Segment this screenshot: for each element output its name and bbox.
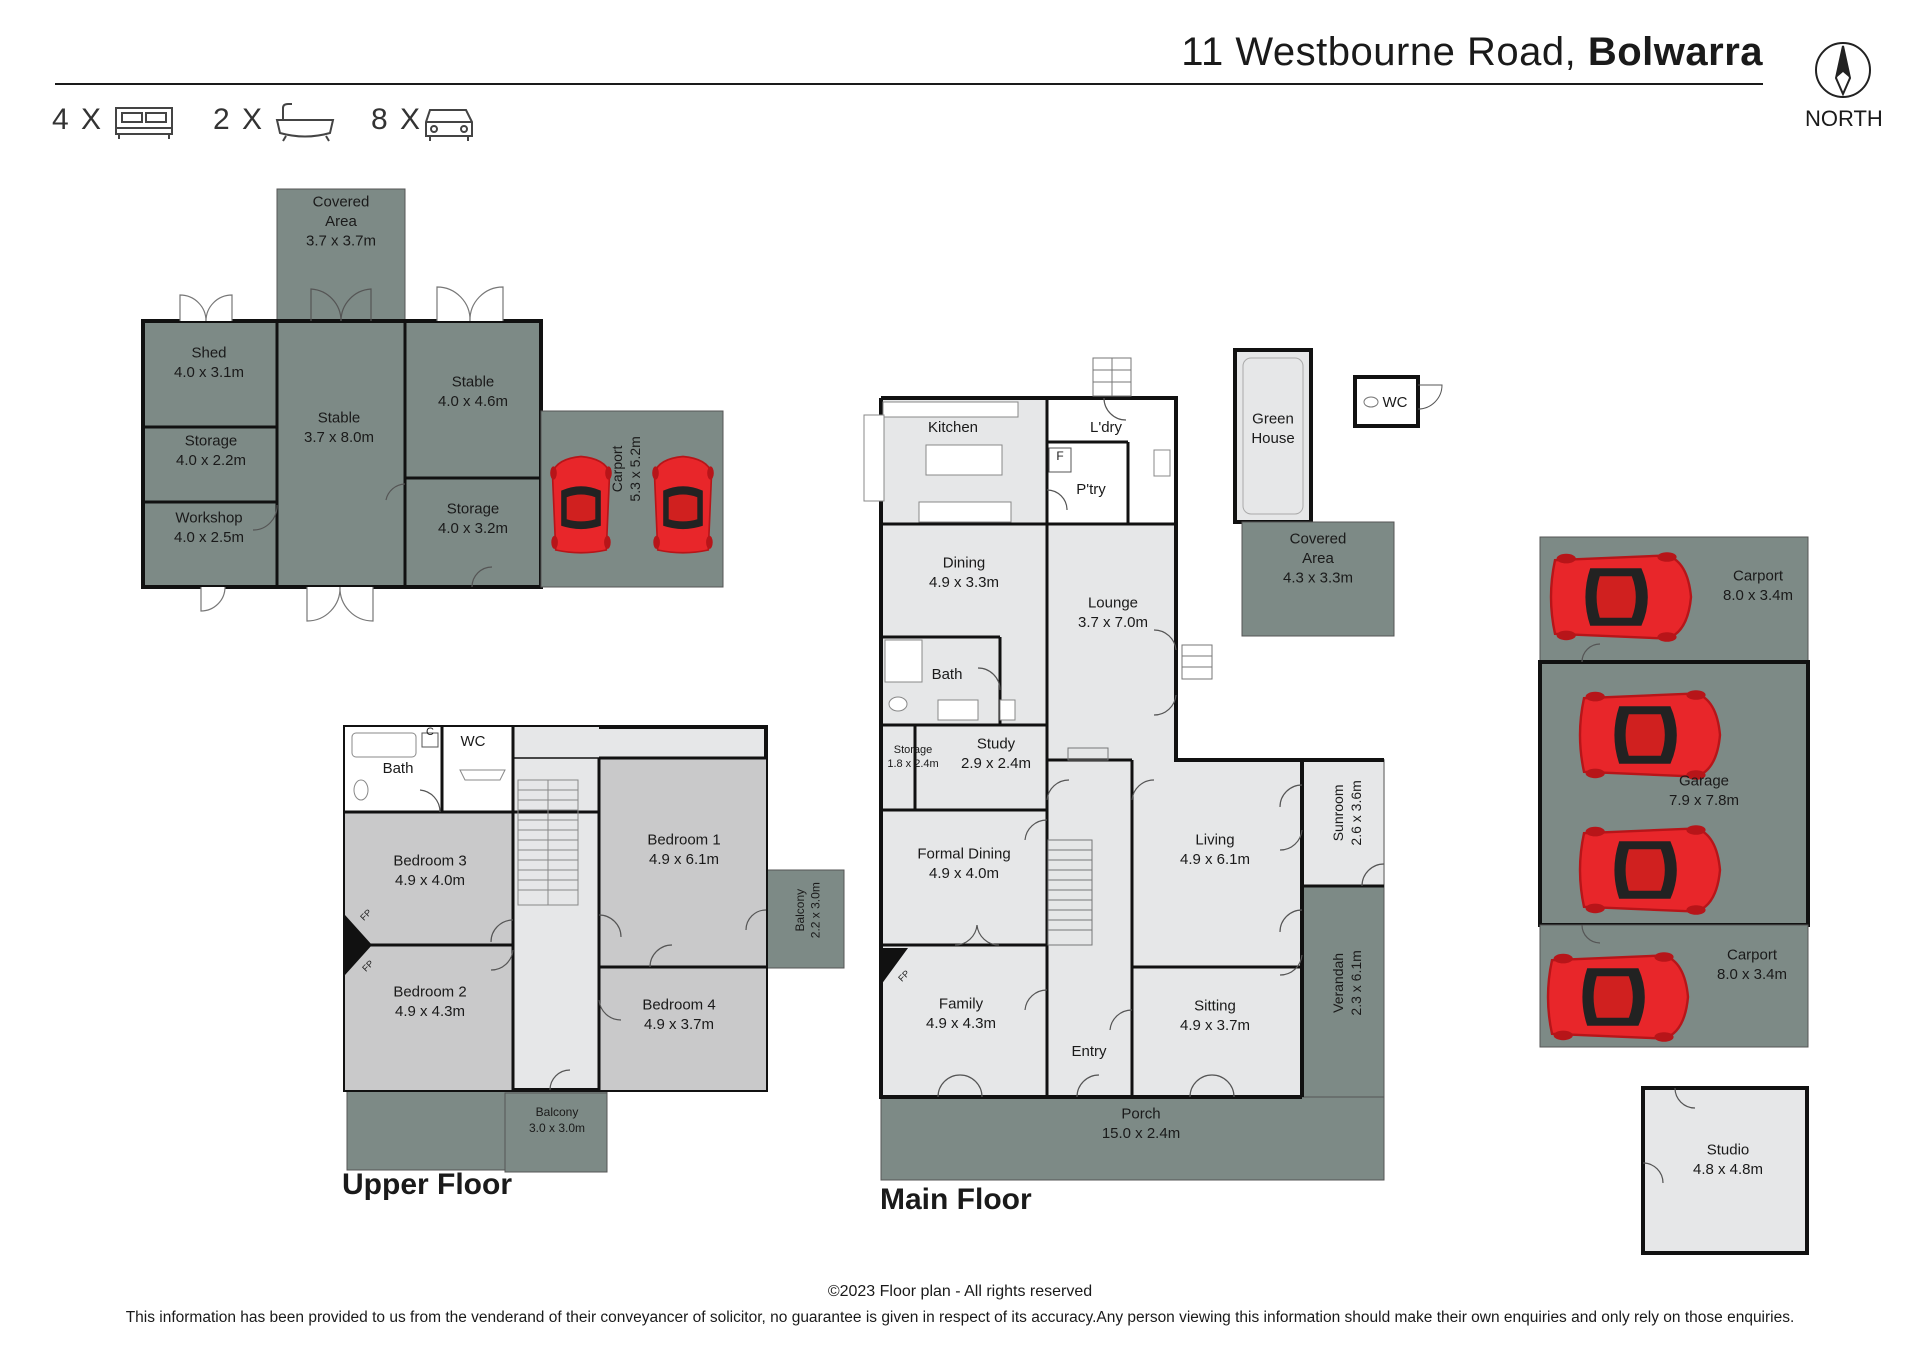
studio-block [1641, 1086, 1809, 1255]
main-floor-plan [863, 357, 1385, 1181]
room-label-entry: Entry [1071, 1043, 1107, 1060]
compass-icon [1815, 42, 1871, 98]
room-label-bath-upper: Bath [383, 760, 414, 777]
room-label-bath-main: Bath [932, 666, 963, 683]
bathtub-icon [275, 103, 335, 142]
upper-floor-label: Upper Floor [342, 1168, 512, 1201]
room-label-kitchen: Kitchen [928, 419, 978, 436]
bath-count: 2 X [213, 103, 265, 136]
bed-count: 4 X [52, 103, 104, 136]
header-rule [55, 83, 1763, 85]
north-label: NORTH [1805, 106, 1883, 131]
upper-floor-plan [343, 725, 845, 1173]
room-label-cupboard: C [426, 726, 434, 738]
garage-block [1538, 536, 1810, 1048]
room-label-wc-upper: WC [461, 733, 486, 750]
address-suburb: Bolwarra [1587, 30, 1763, 74]
car-count: 8 X [371, 103, 423, 136]
copyright-text: ©2023 Floor plan - All rights reserved [827, 1283, 1093, 1300]
green-house-block [1233, 348, 1443, 637]
room-label-wc-outside: WC [1383, 394, 1408, 411]
room-label-fridge: F [1056, 449, 1063, 463]
address-street: 11 Westbourne Road, [1181, 30, 1577, 74]
property-address: 11 Westbourne Road, Bolwarra [1181, 30, 1763, 75]
room-label-laundry: L'dry [1090, 419, 1123, 436]
main-floor-label: Main Floor [880, 1183, 1032, 1216]
bed-icon [115, 107, 173, 139]
disclaimer-text: This information has been provided to us… [125, 1309, 1795, 1326]
room-label-pantry: P'try [1076, 481, 1106, 498]
outbuilding-stables [141, 188, 724, 622]
car-icon [425, 109, 473, 141]
